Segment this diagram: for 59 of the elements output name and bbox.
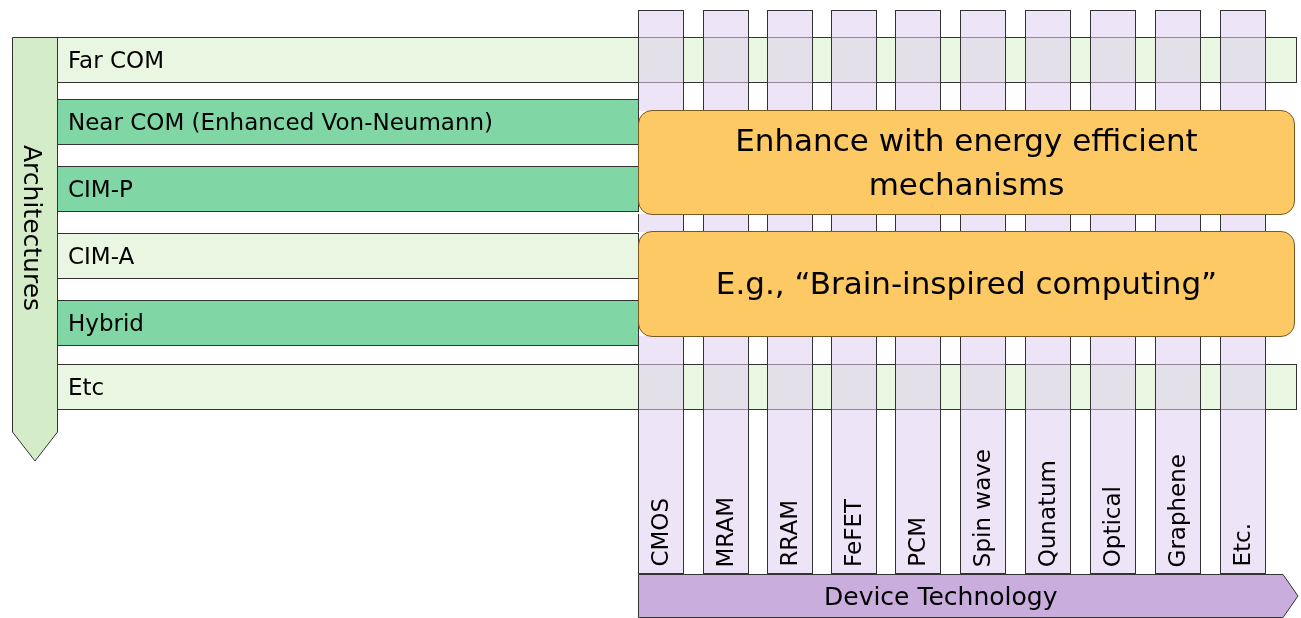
technology-column [1155,336,1201,574]
architecture-arrow [12,37,58,462]
technology-column [831,336,877,574]
column-bar [638,10,684,111]
column-bar [831,10,877,111]
column-label: RRAM [776,500,802,567]
column-bar [767,214,813,232]
column-bar [703,10,749,111]
column-bar [1090,10,1136,111]
column-bar [960,10,1006,111]
column-bar [1155,10,1201,111]
column-label: MRAM [712,496,738,567]
architecture-row [57,300,639,346]
column-label: Spin wave [969,448,995,567]
architecture-row [57,233,639,279]
column-label: FeFET [840,499,866,567]
column-bar [1025,10,1071,111]
architecture-row [57,166,639,212]
column-bar [767,10,813,111]
column-bar [638,214,684,232]
axis-label: Architectures [18,145,47,312]
architecture-row [57,37,1297,83]
column-bar [1220,214,1266,232]
column-label: Etc. [1229,523,1255,567]
axis-label: Device Technology [824,582,1058,611]
row-label: Etc [68,374,105,400]
technology-column [767,336,813,574]
technology-column [1220,336,1266,574]
row-label: CIM-A [68,243,135,269]
technology-column [1090,336,1136,574]
callout-text: E.g., “Brain-inspired computing” [714,264,1219,304]
column-bar [960,214,1006,232]
architecture-row [57,99,639,145]
column-bar [1090,214,1136,232]
column-bar [1155,214,1201,232]
column-label: Graphene [1164,453,1190,567]
technology-column [960,336,1006,574]
column-label: PCM [904,517,930,567]
architecture-row [57,364,1297,410]
row-label: Hybrid [68,310,144,336]
column-label: Qunatum [1034,459,1060,567]
row-label: Far COM [68,47,164,73]
row-label: Near COM (Enhanced Von-Neumann) [68,109,494,135]
technology-column [895,336,941,574]
technology-column [638,336,684,574]
column-bar [1220,10,1266,111]
column-bar [895,214,941,232]
column-label: Optical [1099,485,1125,567]
column-bar [1025,214,1071,232]
callout-box [638,231,1295,337]
column-bar [831,214,877,232]
callout-box [638,110,1295,215]
technology-column [1025,336,1071,574]
column-bar [703,214,749,232]
column-bar [895,10,941,111]
technology-column [703,336,749,574]
callout-text: Enhance with energy efficient mechanisms [734,121,1199,204]
column-label: CMOS [647,498,673,567]
row-label: CIM-P [68,176,133,202]
